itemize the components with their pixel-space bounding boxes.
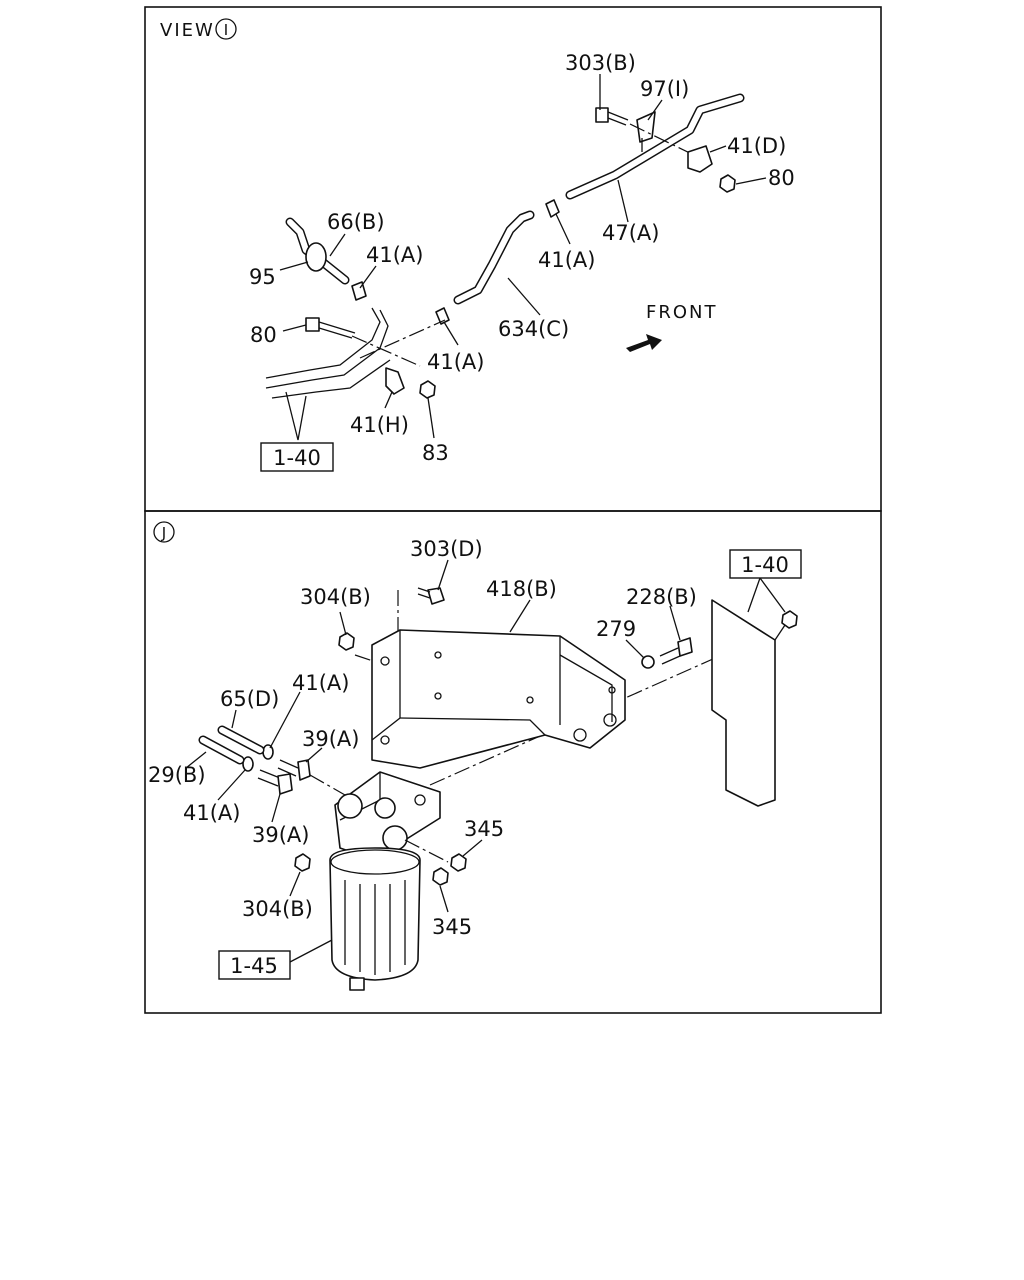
hose-29b	[198, 735, 245, 765]
view-i-panel: VIEW I	[144, 6, 882, 512]
hose-65d	[217, 725, 265, 755]
label-418b: 418(B)	[486, 577, 557, 601]
nut-304b-bottom	[294, 853, 311, 872]
clip-41a-mid	[435, 307, 450, 325]
ref-140-bottom: 1-40	[741, 553, 789, 577]
view-j-marker-circle	[153, 521, 175, 543]
view-j-frame	[144, 510, 882, 1014]
label-83: 83	[422, 441, 449, 465]
label-39a-top: 39(A)	[302, 727, 359, 751]
centerline-304b	[354, 654, 386, 666]
label-41a-3: 41(A)	[427, 350, 484, 374]
nut-304b-top	[338, 632, 355, 651]
label-304b-top: 304(B)	[300, 585, 371, 609]
frame-rail-edge	[774, 624, 786, 641]
label-303b: 303(B)	[565, 51, 636, 75]
view-j-marker: J	[161, 524, 166, 542]
centerline-80b	[351, 335, 421, 367]
clip-41a-hose	[351, 281, 367, 301]
frame-rail-140	[711, 599, 776, 807]
tube-634c	[453, 210, 535, 305]
ref-box-140-bottom	[729, 549, 802, 579]
label-80b: 80	[250, 323, 277, 347]
label-80a: 80	[768, 166, 795, 190]
label-65d: 65(D)	[220, 687, 279, 711]
washer-279	[641, 655, 655, 669]
label-345-bottom: 345	[432, 915, 472, 939]
fitting-39a-top	[277, 759, 311, 781]
clip-97i	[636, 111, 656, 143]
bolt-303d	[417, 587, 445, 605]
label-41a-1: 41(A)	[538, 248, 595, 272]
label-39a-bottom: 39(A)	[252, 823, 309, 847]
clamp-41h	[385, 367, 405, 395]
centerline-main	[429, 637, 761, 786]
ref-box-140-top	[260, 442, 334, 472]
view-j-panel: J	[144, 510, 882, 1014]
label-41a-j-top: 41(A)	[292, 671, 349, 695]
label-29b: 29(B)	[148, 763, 206, 787]
view-i-marker-circle	[215, 18, 237, 40]
front-label: FRONT	[646, 302, 718, 323]
nut-345-top	[450, 853, 467, 872]
clip-41a-top	[545, 199, 560, 218]
ref-box-145	[218, 950, 291, 980]
view-i-leaders	[279, 74, 767, 441]
ref-140-top: 1-40	[273, 446, 321, 470]
hose-66b	[285, 217, 350, 285]
fuel-filter-145	[329, 771, 441, 991]
label-304b-bottom: 304(B)	[242, 897, 313, 921]
label-41a-2: 41(A)	[366, 243, 423, 267]
centerline-41a	[359, 319, 446, 359]
view-i-marker: I	[224, 21, 228, 39]
centerline-fittings	[309, 774, 346, 796]
label-97i: 97(I)	[640, 77, 689, 101]
nut-345-bottom	[432, 867, 449, 886]
view-i-frame	[144, 6, 882, 512]
fitting-39a-bottom	[257, 769, 293, 795]
label-66b: 66(B)	[327, 210, 385, 234]
ref-145: 1-45	[230, 954, 278, 978]
view-j-leaders	[185, 559, 786, 963]
view-i-title: VIEW	[160, 20, 215, 41]
front-arrow-icon	[626, 334, 662, 352]
frame-nut	[781, 610, 798, 629]
label-95: 95	[249, 265, 276, 289]
label-303d: 303(D)	[410, 537, 483, 561]
elbow-95	[305, 242, 327, 272]
bolt-303b	[595, 107, 629, 126]
clip-41a-j-bottom	[242, 756, 254, 772]
label-41h: 41(H)	[350, 413, 409, 437]
label-228b: 228(B)	[626, 585, 697, 609]
bolt-228b	[659, 637, 693, 665]
centerline-345	[404, 839, 449, 863]
label-47a: 47(A)	[602, 221, 659, 245]
label-279: 279	[596, 617, 636, 641]
label-634c: 634(C)	[498, 317, 569, 341]
pipe-bundle-140	[265, 307, 391, 399]
clip-41a-j-top	[262, 744, 274, 760]
label-41a-j-bottom: 41(A)	[183, 801, 240, 825]
label-345-top: 345	[464, 817, 504, 841]
bracket-418b	[371, 629, 626, 769]
nut-83	[419, 380, 436, 399]
clamp-41d	[687, 145, 713, 173]
tube-47a	[565, 93, 745, 200]
nut-80a	[719, 174, 736, 193]
bolt-80b	[305, 317, 356, 339]
label-41d: 41(D)	[727, 134, 786, 158]
